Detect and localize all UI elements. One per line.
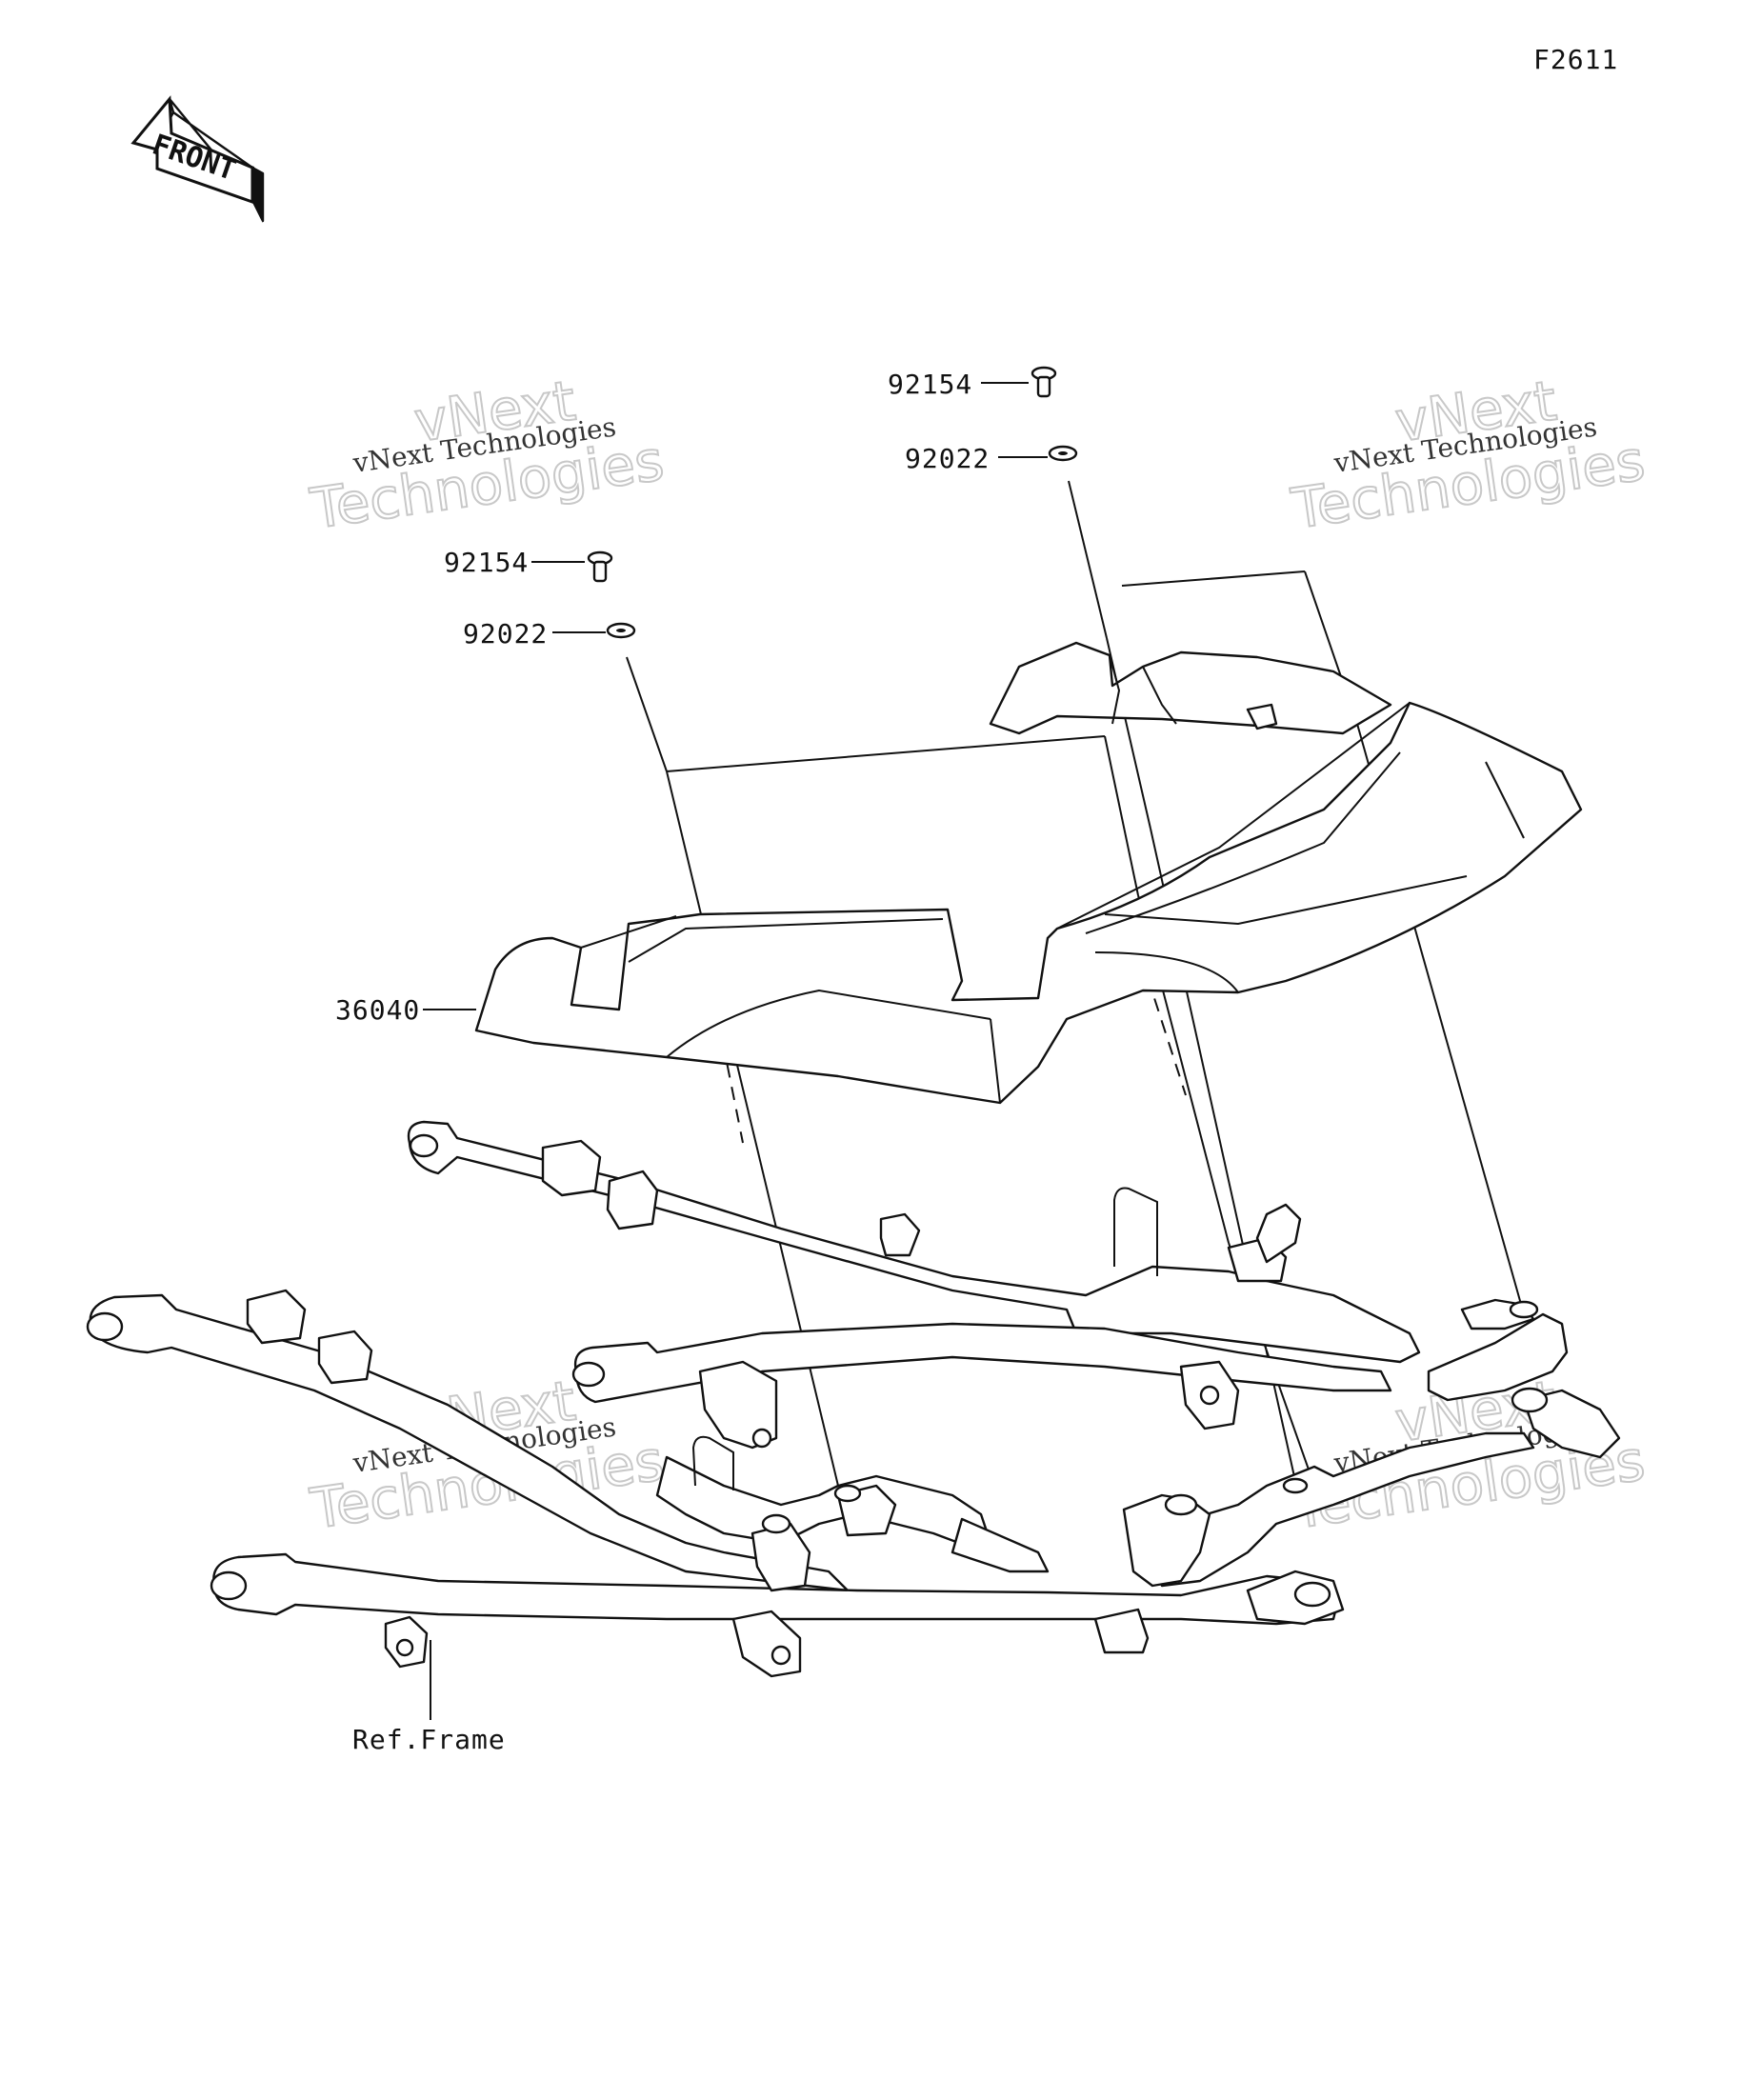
frame-part[interactable] bbox=[86, 1120, 1621, 1678]
part-label-frame[interactable]: Ref.Frame bbox=[352, 1724, 506, 1755]
part-number-washer-left[interactable]: 92022 bbox=[463, 618, 548, 650]
part-number-bolt-left[interactable]: 92154 bbox=[444, 547, 529, 578]
watermark-upper-right: vNext Technologies vNext Technologies bbox=[1287, 367, 1650, 542]
part-number-washer-upper[interactable]: 92022 bbox=[905, 443, 990, 474]
seat-cover-part[interactable] bbox=[474, 641, 1583, 1105]
bolt-left-icon bbox=[587, 550, 613, 583]
washer-left-icon bbox=[606, 622, 636, 639]
part-number-bolt-upper[interactable]: 92154 bbox=[888, 369, 972, 400]
bolt-upper-icon bbox=[1031, 366, 1057, 398]
part-number-cover[interactable]: 36040 bbox=[335, 994, 420, 1026]
diagram-code: F2611 bbox=[1533, 44, 1618, 75]
watermark-upper-left: vNext Technologies vNext Technologies bbox=[306, 367, 669, 542]
front-direction-arrow-icon: FRONT bbox=[130, 95, 265, 223]
washer-upper-icon bbox=[1048, 445, 1078, 462]
